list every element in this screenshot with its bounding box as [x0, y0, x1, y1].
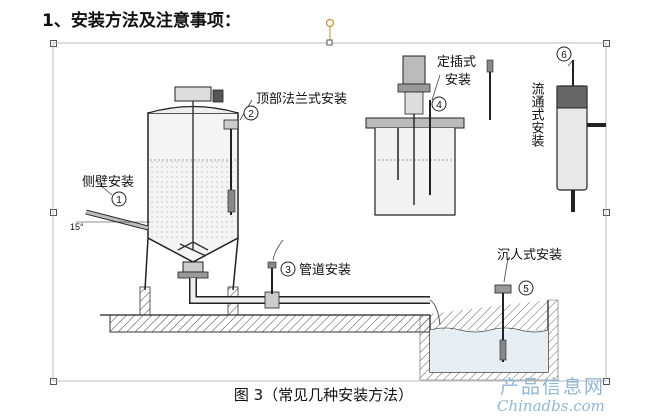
marker-3: 3	[285, 265, 291, 276]
marker-6: 6	[561, 50, 567, 61]
reactor-tank	[144, 86, 239, 291]
marker-4: 4	[436, 100, 442, 111]
selection-handle-mid-left[interactable]	[50, 209, 57, 216]
selection-handle-top-right[interactable]	[603, 40, 610, 47]
marker-5: 5	[523, 284, 529, 295]
watermark-cn: 产品信息网	[500, 376, 606, 398]
side-wall-probe	[76, 209, 150, 231]
selection-handle-bottom-right[interactable]	[603, 378, 610, 385]
figure-caption: 图 3（常见几种安装方法）	[233, 386, 414, 404]
marker-4-circle	[431, 96, 447, 112]
selection-handle-bottom-left[interactable]	[50, 378, 57, 385]
label-top-flange: 顶部法兰式安装	[256, 92, 347, 107]
selection-handle-mid-right[interactable]	[603, 209, 610, 216]
label-flow-through: 流通式安装	[529, 82, 545, 147]
marker-6-circle	[556, 46, 572, 62]
water-pit	[430, 330, 548, 372]
marker-5-circle	[518, 280, 534, 296]
fixed-insert-vessel	[365, 55, 494, 216]
process-pipe	[189, 261, 441, 326]
label-fixed-insert-1: 定插式	[437, 55, 476, 70]
selection-handle-top-left[interactable]	[50, 40, 57, 47]
label-angle: 15°	[70, 222, 84, 232]
submerged-probe	[494, 284, 512, 362]
top-flange-probe	[223, 119, 239, 215]
rotate-handle	[325, 18, 335, 28]
marker-1-circle	[111, 191, 127, 207]
flow-through-cell	[556, 60, 606, 212]
floor	[109, 314, 431, 333]
label-pipe: 管道安装	[299, 263, 351, 278]
marker-2-circle	[243, 105, 259, 121]
marker-2: 2	[248, 109, 254, 120]
label-side-wall: 侧壁安装	[82, 175, 134, 190]
label-submerged: 沉人式安装	[497, 248, 562, 263]
marker-1: 1	[116, 195, 122, 206]
section-heading: 1、安装方法及注意事项：	[42, 11, 241, 31]
marker-3-circle	[280, 261, 296, 277]
watermark-url: Chinadbs.com	[497, 397, 605, 415]
label-fixed-insert-2: 安装	[445, 73, 471, 88]
